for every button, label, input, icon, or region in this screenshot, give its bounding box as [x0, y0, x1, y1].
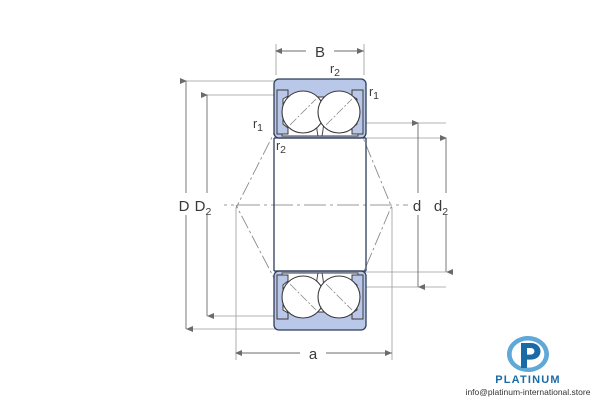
dimension-d: d	[408, 120, 428, 290]
dimension-label-a: a	[309, 346, 318, 363]
chamfer-label-r1-left: r1	[253, 117, 263, 134]
brand-name: PLATINUM	[495, 374, 561, 386]
dimension-d2: d2	[434, 135, 462, 275]
dimension-label-D2-base: D	[195, 198, 206, 215]
dimension-label-d: d	[413, 198, 421, 215]
chamfer-label-r1-top: r1	[369, 85, 379, 102]
dimension-label-D: D	[179, 198, 190, 215]
dimension-D2: D2	[195, 92, 224, 319]
dimension-label-d2-subscript: 2	[442, 206, 448, 218]
brand-email: info@platinum-international.store	[465, 387, 591, 397]
outer-ring-bottom	[273, 270, 367, 331]
dimension-label-D2-subscript: 2	[206, 206, 212, 218]
extension-lines	[186, 44, 446, 360]
ring-body-outline	[273, 138, 367, 271]
platinum-logo-icon	[507, 336, 549, 372]
dimension-D: D	[174, 78, 194, 332]
chamfer-label-r2-top: r2	[330, 62, 340, 79]
dimension-a: a	[235, 344, 392, 363]
dimension-B: B	[275, 42, 364, 61]
dimension-label-d2-base: d	[434, 198, 442, 215]
dimension-label-d2: d2	[434, 198, 448, 218]
outer-ring-top	[273, 78, 367, 139]
chamfer-callouts: r2 r1 r1 r2	[253, 62, 379, 156]
dimension-label-D2: D2	[195, 198, 212, 218]
brand-watermark: PLATINUM info@platinum-international.sto…	[462, 334, 594, 398]
dimension-label-B: B	[315, 44, 325, 61]
chamfer-label-r2-left: r2	[276, 139, 286, 156]
